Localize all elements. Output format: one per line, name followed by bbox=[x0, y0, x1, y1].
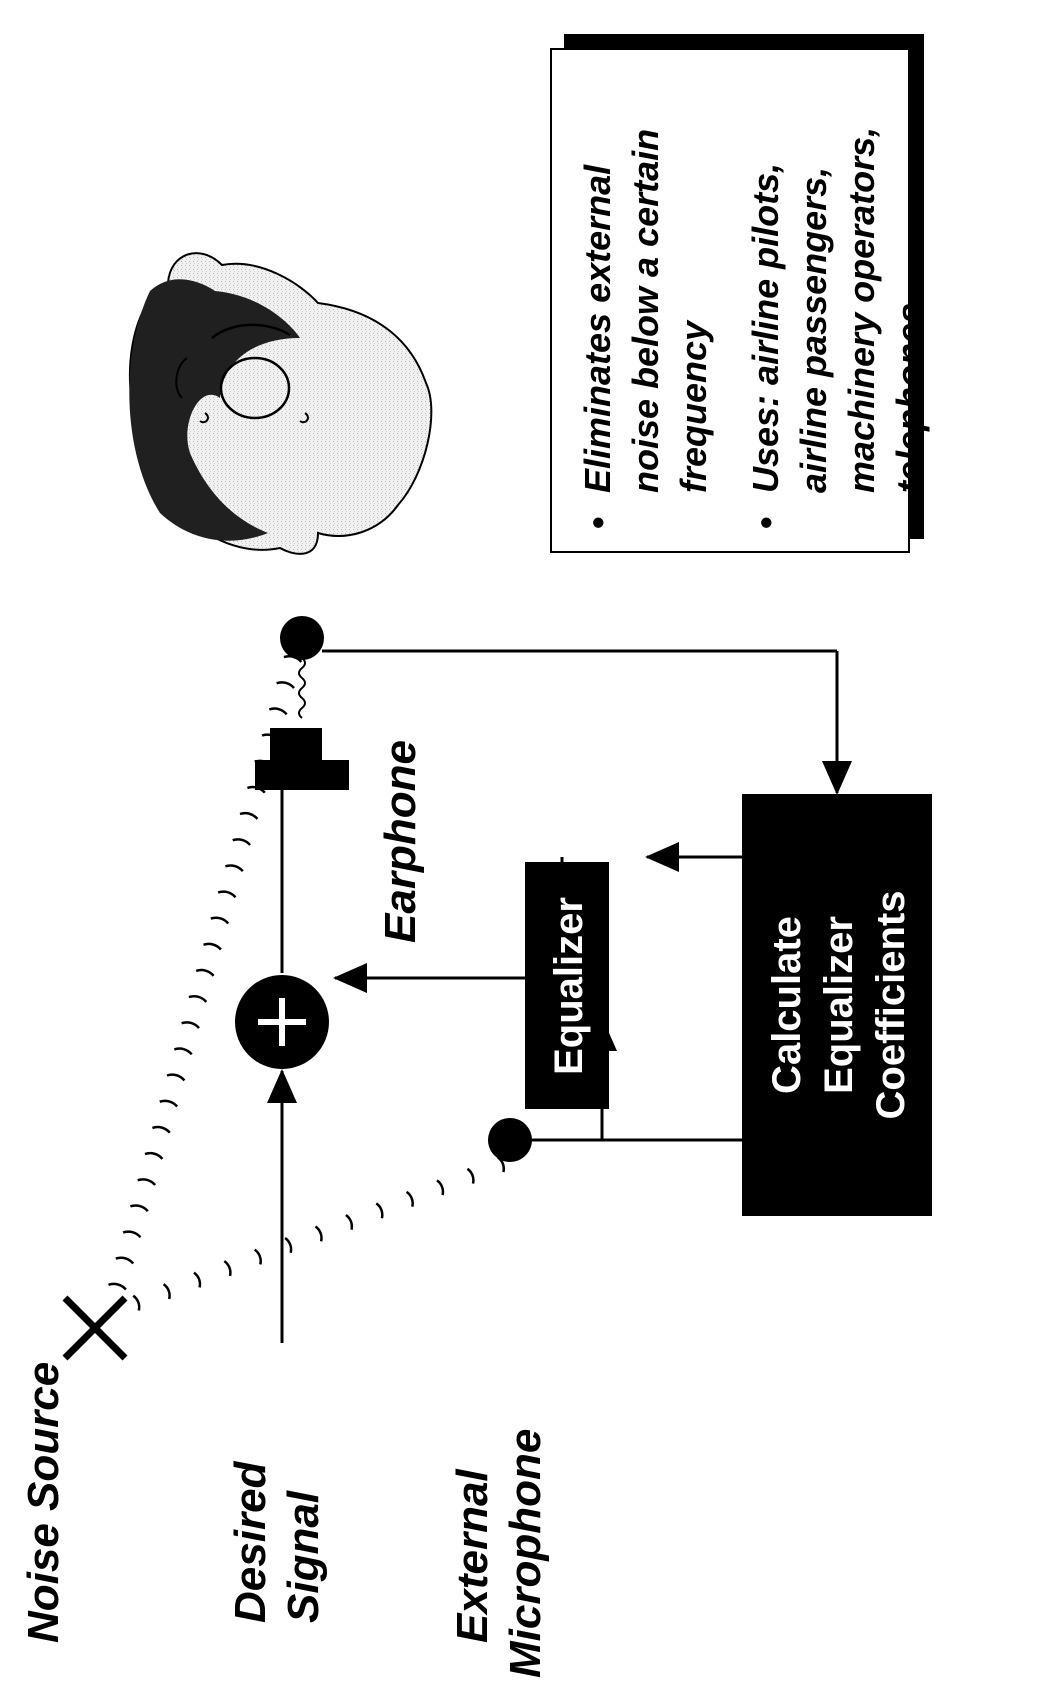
wave-arc bbox=[284, 1236, 293, 1254]
wave-arc bbox=[268, 707, 288, 716]
wave-arc bbox=[276, 681, 295, 689]
wave-arc bbox=[159, 1099, 179, 1108]
wave-arc bbox=[223, 1260, 232, 1277]
wave-arc bbox=[173, 1047, 193, 1056]
wave-arc bbox=[108, 1282, 127, 1291]
wave-arc bbox=[436, 1179, 445, 1196]
wave-arc bbox=[203, 942, 222, 951]
wave-arc bbox=[217, 890, 237, 899]
wave-arc bbox=[151, 1125, 171, 1134]
noise-source-label: Noise Source bbox=[19, 1362, 68, 1643]
note-bullet-2: Uses: airline pilots, airline passengers… bbox=[742, 68, 934, 493]
wave-arc bbox=[130, 1204, 149, 1213]
earphone-icon bbox=[255, 728, 349, 790]
note-bullet-1: Eliminates external noise below a certai… bbox=[574, 68, 718, 493]
wave-arc bbox=[195, 968, 215, 977]
wave-arc bbox=[345, 1213, 354, 1230]
wave-arc bbox=[188, 995, 208, 1003]
wave-arc bbox=[137, 1178, 157, 1186]
wave-arc bbox=[314, 1225, 323, 1242]
calculate-coefficients-block: Calculate Equalizer Coefficients bbox=[742, 794, 932, 1216]
ear-microphone-icon bbox=[280, 616, 324, 660]
wave-arc bbox=[253, 1248, 262, 1265]
wave-arc bbox=[466, 1167, 475, 1184]
wave-arc bbox=[375, 1202, 384, 1219]
wave-arc bbox=[239, 811, 259, 820]
external-microphone-label-line1: External bbox=[448, 1469, 497, 1643]
listener-head-icon bbox=[128, 252, 433, 555]
wave-arc bbox=[132, 1294, 141, 1311]
calculate-label-line3: Coefficients bbox=[869, 891, 913, 1120]
equalizer-block: Equalizer bbox=[525, 862, 609, 1109]
wave-arc bbox=[122, 1230, 142, 1239]
equalizer-label: Equalizer bbox=[547, 897, 591, 1075]
external-microphone-label-line2: Microphone bbox=[501, 1429, 550, 1678]
wave-arc bbox=[405, 1190, 414, 1207]
earphone-label: Earphone bbox=[376, 740, 425, 943]
wave-arc bbox=[162, 1283, 171, 1300]
wave-arc bbox=[181, 1021, 200, 1029]
wave-arc bbox=[193, 1271, 202, 1288]
wave-arc bbox=[225, 864, 244, 873]
calculate-label-line1: Calculate bbox=[765, 916, 809, 1094]
earphone-sound-wave bbox=[298, 657, 306, 719]
noise-source-icon bbox=[62, 1295, 128, 1361]
wave-arc bbox=[166, 1073, 186, 1082]
desired-signal-label-line1: Desired bbox=[226, 1460, 275, 1623]
notes-panel: Eliminates external noise below a certai… bbox=[550, 48, 930, 553]
notes-list: Eliminates external noise below a certai… bbox=[552, 50, 934, 551]
summing-junction bbox=[235, 975, 329, 1069]
calculate-label-line2: Equalizer bbox=[817, 916, 861, 1094]
wave-arc bbox=[115, 1256, 135, 1265]
external-microphone-icon bbox=[488, 1118, 532, 1162]
wave-arc bbox=[210, 916, 230, 925]
wave-arc bbox=[232, 838, 252, 846]
desired-signal-label-line2: Signal bbox=[279, 1490, 328, 1623]
wave-arc bbox=[144, 1151, 164, 1160]
